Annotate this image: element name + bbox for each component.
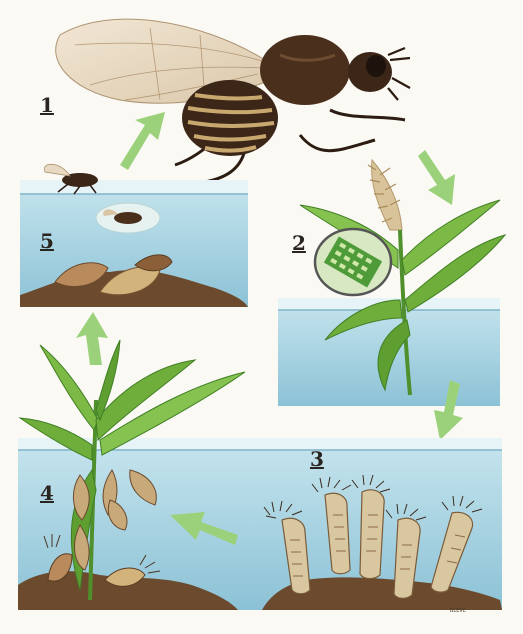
arrow-4-to-5	[76, 312, 108, 365]
label-stage-3: 3	[310, 447, 324, 471]
arrow-5-to-1	[120, 112, 165, 170]
label-stage-5: 5	[40, 229, 54, 253]
label-stage-2: 2	[292, 231, 306, 255]
artist-signature: BLEVE	[450, 608, 466, 614]
panel-stage-2	[278, 160, 505, 406]
adult-fly	[56, 19, 410, 182]
arrow-1-to-2	[418, 150, 455, 205]
label-stage-4: 4	[40, 481, 54, 505]
label-stage-1: 1	[40, 93, 54, 117]
panel-stage-5	[20, 164, 248, 307]
